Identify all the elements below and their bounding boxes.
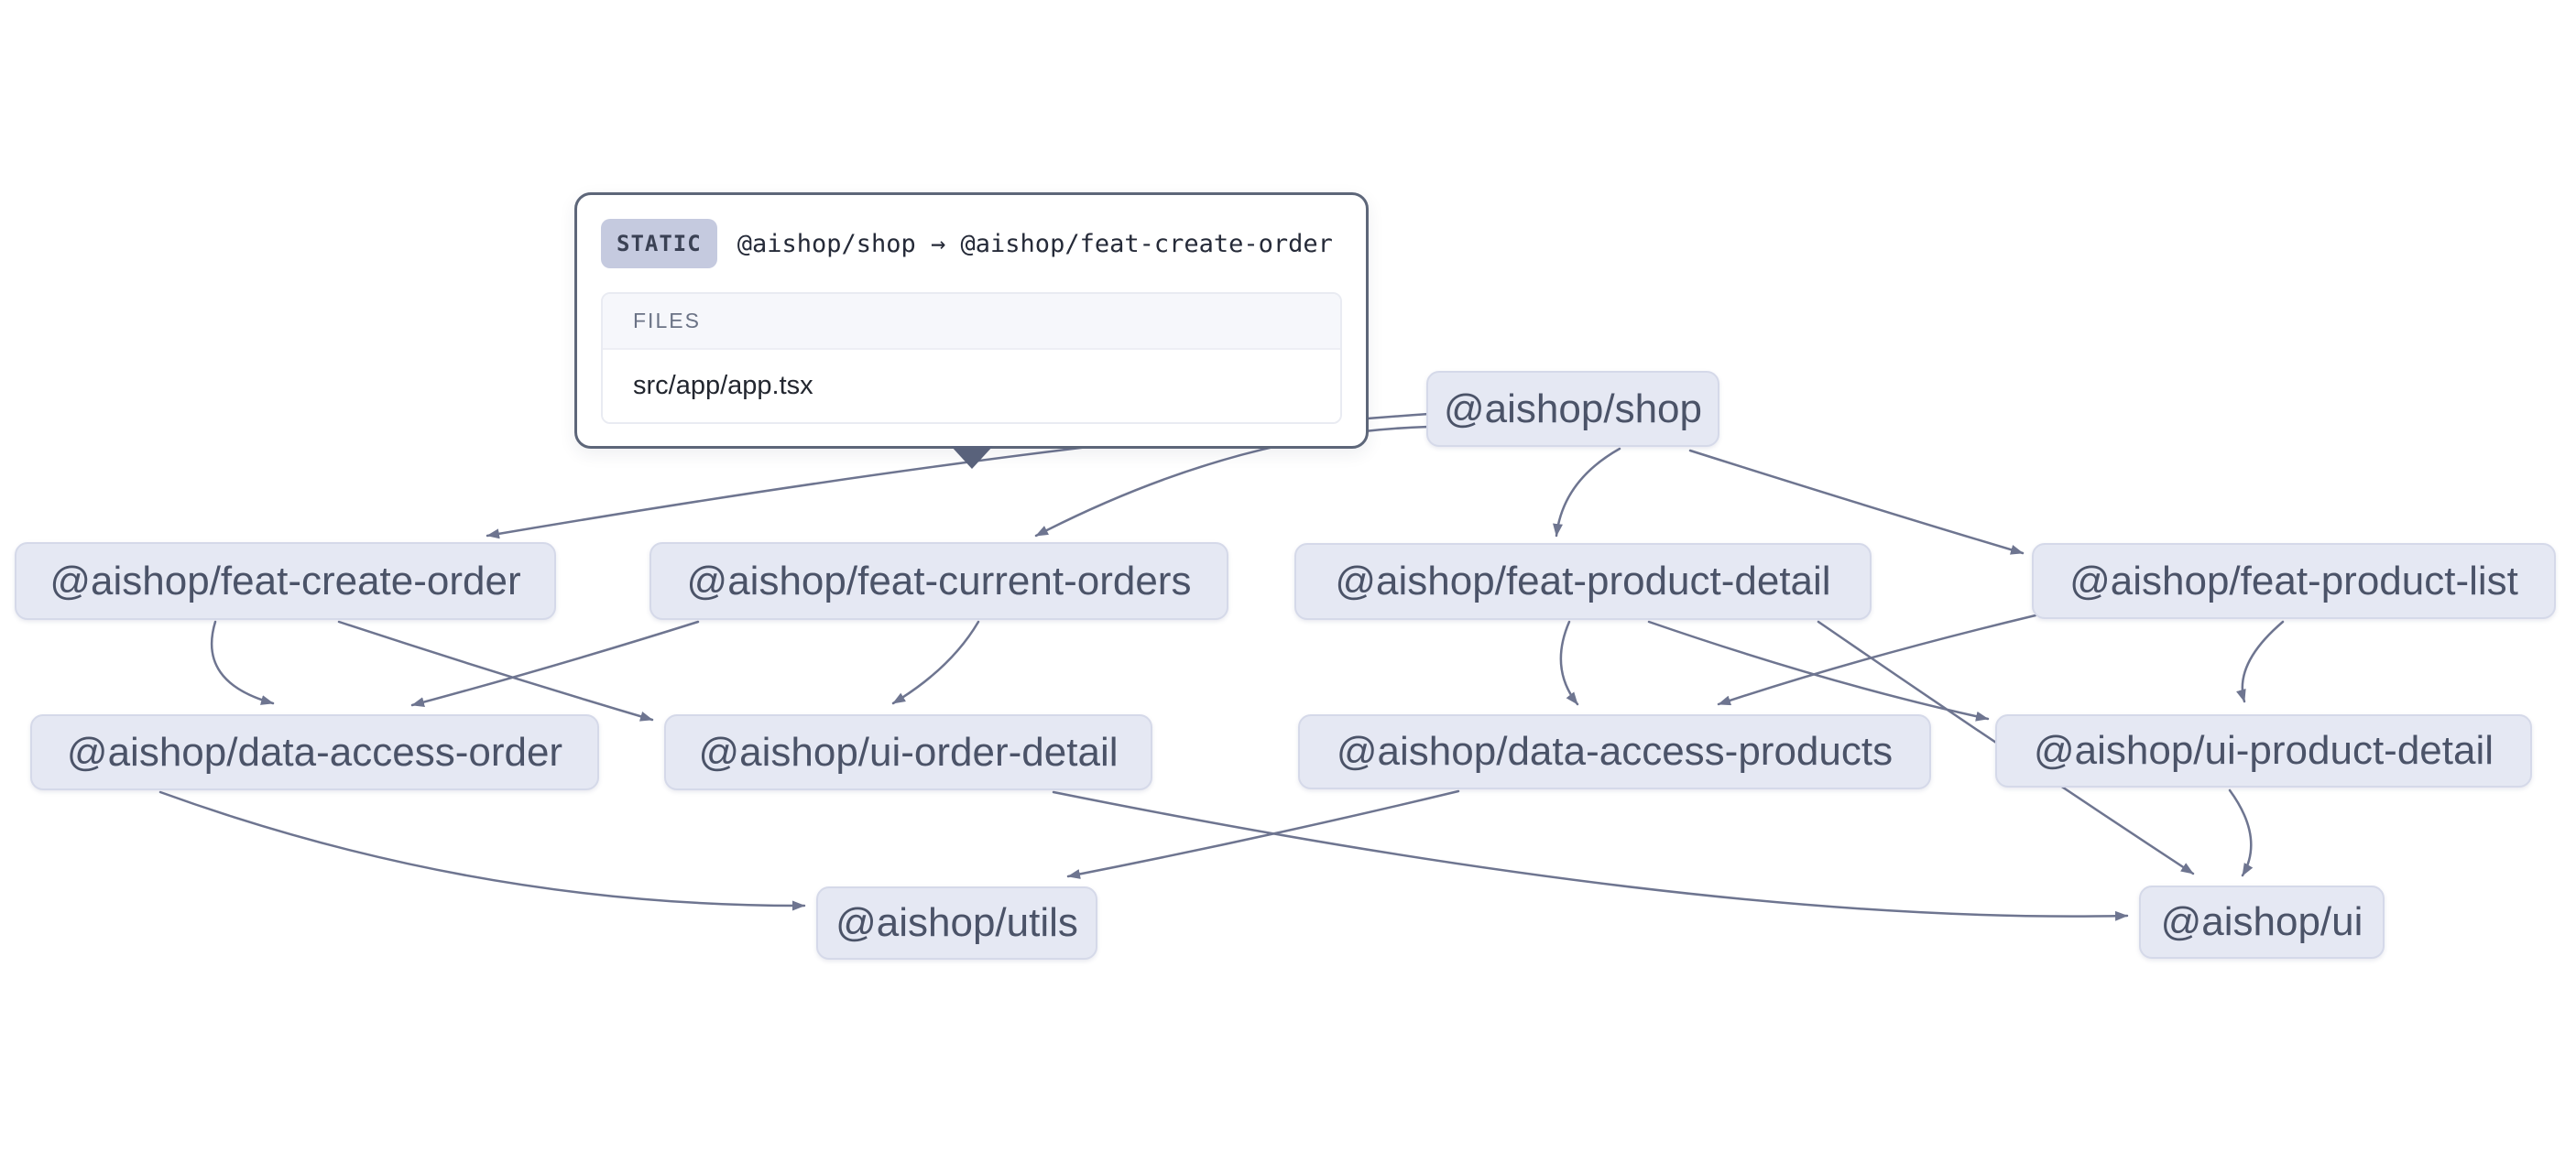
edge-feat-product-detail-ui-product-detail[interactable] — [1647, 620, 1990, 722]
edge-ui-product-detail-ui[interactable] — [2228, 788, 2254, 877]
graph-node-ui[interactable]: @aishop/ui — [2139, 886, 2385, 959]
graph-node-ui-order-detail[interactable]: @aishop/ui-order-detail — [664, 714, 1152, 790]
graph-node-ui-product-detail[interactable]: @aishop/ui-product-detail — [1995, 714, 2532, 788]
file-item: src/app/app.tsx — [603, 350, 1340, 422]
edge-relation-text: @aishop/shop → @aishop/feat-create-order — [737, 229, 1333, 258]
graph-node-feat-product-list[interactable]: @aishop/feat-product-list — [2032, 543, 2556, 619]
graph-node-feat-product-detail[interactable]: @aishop/feat-product-detail — [1294, 543, 1872, 620]
edge-type-badge: STATIC — [601, 219, 717, 268]
files-label: FILES — [603, 294, 1340, 350]
files-panel: FILES src/app/app.tsx — [601, 292, 1342, 424]
edge-shop-feat-product-list[interactable] — [1688, 449, 2025, 555]
tooltip-caret — [950, 446, 993, 469]
edge-feat-create-order-ui-order-detail[interactable] — [337, 620, 654, 722]
tooltip-header: STATIC @aishop/shop → @aishop/feat-creat… — [601, 219, 1342, 268]
graph-node-feat-create-order[interactable]: @aishop/feat-create-order — [15, 542, 556, 620]
edge-shop-feat-current-orders[interactable] — [1034, 425, 1431, 538]
graph-node-feat-current-orders[interactable]: @aishop/feat-current-orders — [649, 542, 1228, 620]
dependency-tooltip: STATIC @aishop/shop → @aishop/feat-creat… — [574, 192, 1369, 469]
graph-node-shop[interactable]: @aishop/shop — [1426, 371, 1719, 447]
edge-feat-product-list-data-access-products[interactable] — [1717, 614, 2037, 706]
edge-shop-feat-product-detail[interactable] — [1553, 447, 1621, 538]
edge-feat-create-order-data-access-order[interactable] — [210, 620, 275, 705]
graph-node-data-access-order[interactable]: @aishop/data-access-order — [30, 714, 599, 790]
edge-data-access-products-utils[interactable] — [1066, 789, 1460, 879]
edge-data-access-order-utils[interactable] — [158, 790, 806, 911]
edge-feat-product-list-ui-product-detail[interactable] — [2236, 620, 2285, 703]
edge-feat-current-orders-ui-order-detail[interactable] — [891, 620, 980, 705]
edge-feat-product-detail-data-access-products[interactable] — [1559, 620, 1579, 706]
edge-feat-current-orders-data-access-order[interactable] — [410, 620, 700, 707]
edge-ui-order-detail-ui[interactable] — [1052, 790, 2129, 921]
graph-node-data-access-products[interactable]: @aishop/data-access-products — [1298, 714, 1931, 789]
edge-paths — [158, 412, 2285, 921]
graph-node-utils[interactable]: @aishop/utils — [816, 886, 1097, 960]
